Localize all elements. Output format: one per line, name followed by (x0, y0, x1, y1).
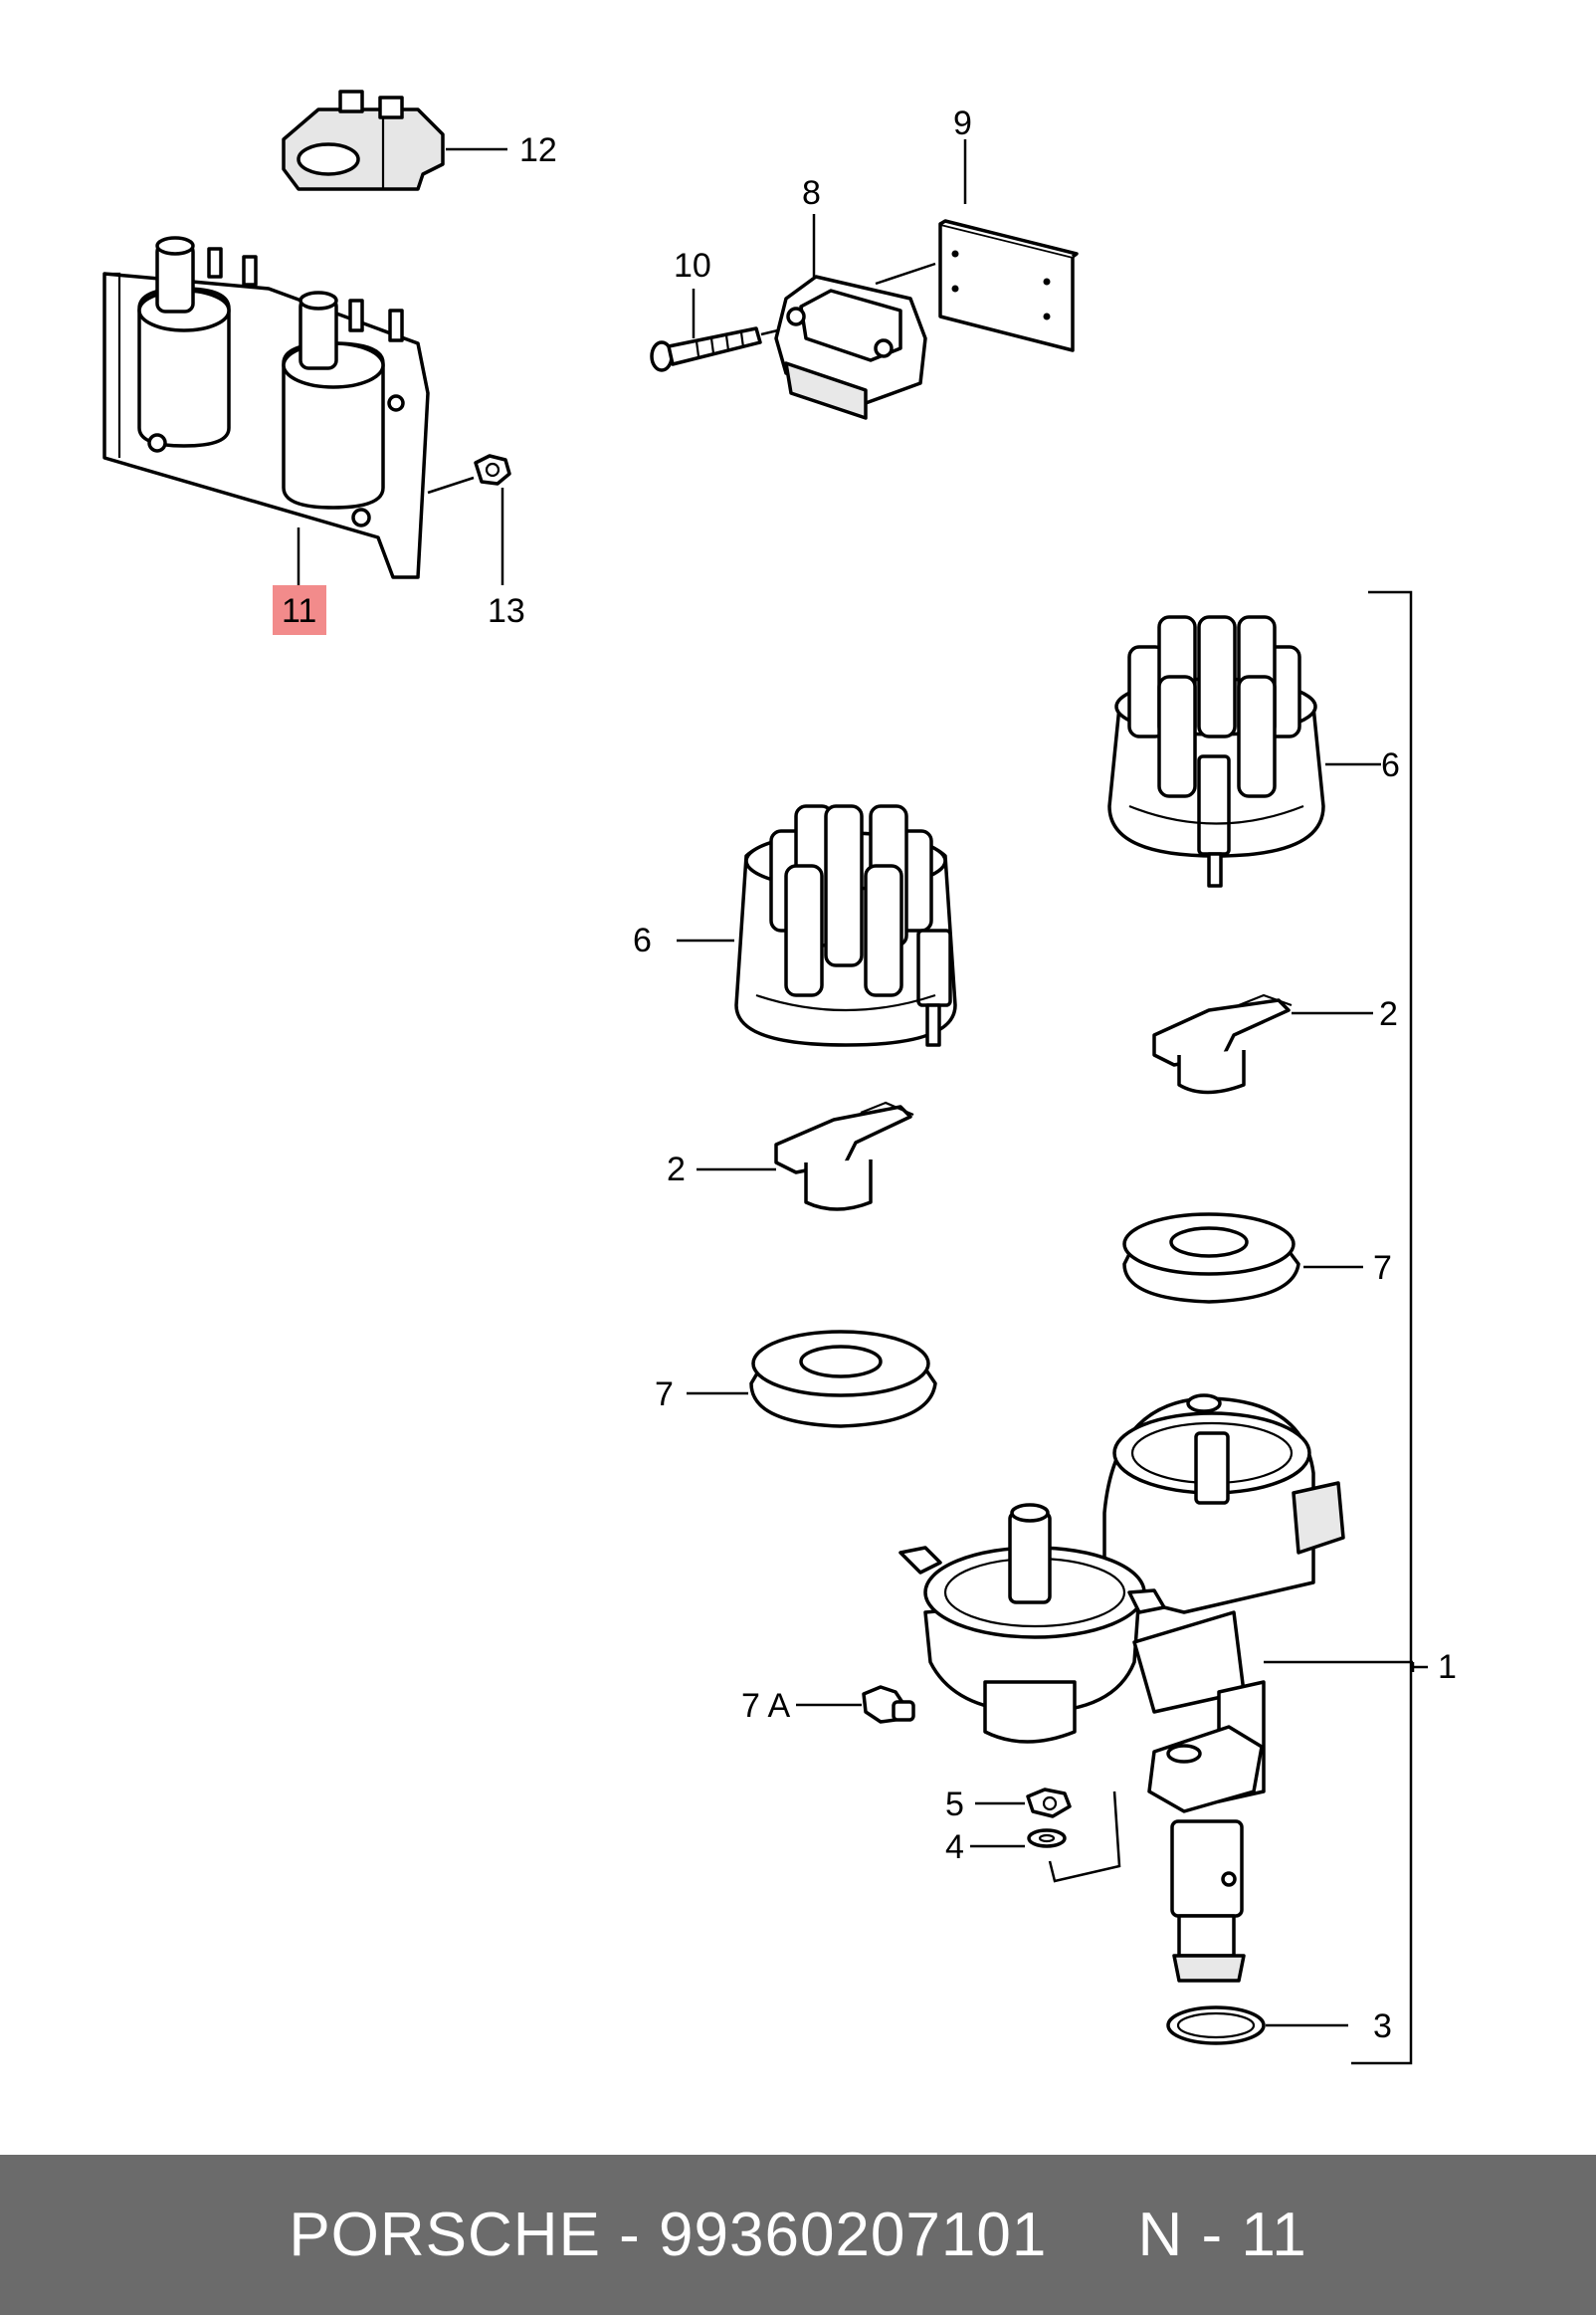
callout-13: 13 (488, 592, 525, 630)
footer-part-number: PORSCHE - 99360207101 N - 11 (289, 2201, 1307, 2269)
highlight-box-11 (273, 585, 326, 635)
part-7-seal-right (1122, 1212, 1363, 1304)
callout-7-right: 7 (1373, 1249, 1392, 1287)
callout-6-right: 6 (1381, 746, 1400, 784)
part-6-distributor-cap-left (677, 804, 957, 1047)
callout-9: 9 (953, 105, 972, 142)
part-7-seal-left (687, 1330, 937, 1428)
callout-5: 5 (945, 1786, 964, 1823)
callout-2-right: 2 (1379, 995, 1398, 1033)
part-3-o-ring (1166, 2005, 1348, 2045)
callout-1: 1 (1438, 1648, 1457, 1686)
part-9-plate (938, 139, 1079, 352)
callout-10: 10 (674, 247, 711, 285)
callout-7A: 7 A (741, 1687, 790, 1725)
parts-diagram: 12 9 8 10 11 13 6 6 2 2 7 7 7 A 1 5 4 3 (102, 90, 1457, 2065)
part-4-washer (970, 1790, 1121, 1883)
part-6-distributor-cap-right (1107, 615, 1381, 888)
group-bracket (1351, 590, 1413, 2065)
part-10-screw (650, 289, 787, 372)
callout-11: 11 (282, 592, 316, 630)
part-8-control-module (774, 214, 936, 420)
callout-8: 8 (802, 174, 821, 212)
callout-7-left: 7 (655, 1375, 674, 1413)
callout-6-left: 6 (633, 922, 652, 959)
callout-4: 4 (945, 1828, 964, 1866)
part-2-rotor-left (697, 1101, 914, 1211)
part-2-rotor-right (1152, 993, 1373, 1095)
footer-bar: PORSCHE - 99360207101 N - 11 (0, 2155, 1596, 2315)
callout-2-left: 2 (667, 1151, 686, 1188)
part-7A-plug (796, 1685, 915, 1724)
part-1-distributor (898, 1393, 1415, 1983)
part-11-ignition-coil (102, 236, 430, 585)
part-12-terminal-block (282, 90, 507, 191)
part-5-nut (975, 1788, 1072, 1818)
callout-3: 3 (1373, 2007, 1392, 2045)
part-13-nut (427, 454, 511, 585)
callout-12: 12 (519, 131, 557, 169)
